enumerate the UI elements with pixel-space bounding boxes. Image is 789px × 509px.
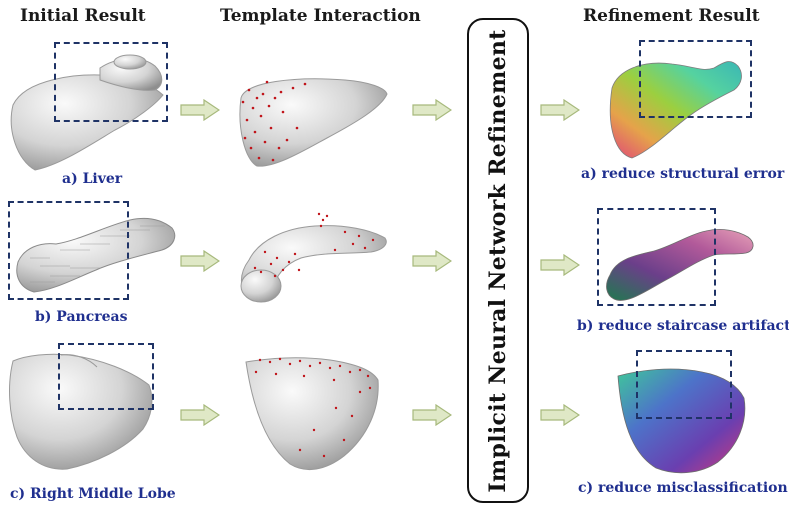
pancreas-template-shape [240,212,387,303]
liver-initial-shape [10,54,164,171]
implicit-network-label: Implicit Neural Network Refinement [485,28,511,493]
arrow-right-icon [180,404,220,426]
caption-liver: a) Liver [62,171,123,187]
arrow-right-icon [412,404,452,426]
lobe-refined-highlight-box [636,350,732,419]
arrow-right-icon [180,99,220,121]
lobe-refined-shape [617,368,746,474]
arrow-right-icon [180,250,220,272]
caption-reduce-structural-error: a) reduce structural error [581,166,785,182]
caption-pancreas: b) Pancreas [35,309,128,325]
pancreas-initial-highlight-box [8,201,129,300]
lobe-template-shape [245,357,379,471]
header-template-interaction: Template Interaction [220,6,421,26]
liver-refined-shape [609,61,742,159]
caption-right-middle-lobe: c) Right Middle Lobe [10,486,176,502]
pancreas-initial-shape [16,217,176,293]
arrow-right-icon [540,99,580,121]
arrow-right-icon [540,404,580,426]
header-initial-result: Initial Result [20,6,146,26]
pancreas-refined-highlight-box [597,208,716,306]
lobe-initial-highlight-box [58,343,154,410]
implicit-network-box: Implicit Neural Network Refinement [467,18,529,503]
pancreas-refined-shape [606,229,754,301]
arrow-right-icon [540,254,580,276]
liver-initial-highlight-box [54,42,168,122]
caption-reduce-misclassification: c) reduce misclassification [578,480,788,496]
header-refinement-result: Refinement Result [583,6,760,26]
lobe-initial-shape [9,353,153,470]
liver-refined-highlight-box [639,40,752,118]
arrow-right-icon [412,99,452,121]
caption-reduce-staircase-artifact: b) reduce staircase artifact [577,318,789,334]
arrow-right-icon [412,250,452,272]
liver-template-shape [239,78,388,167]
